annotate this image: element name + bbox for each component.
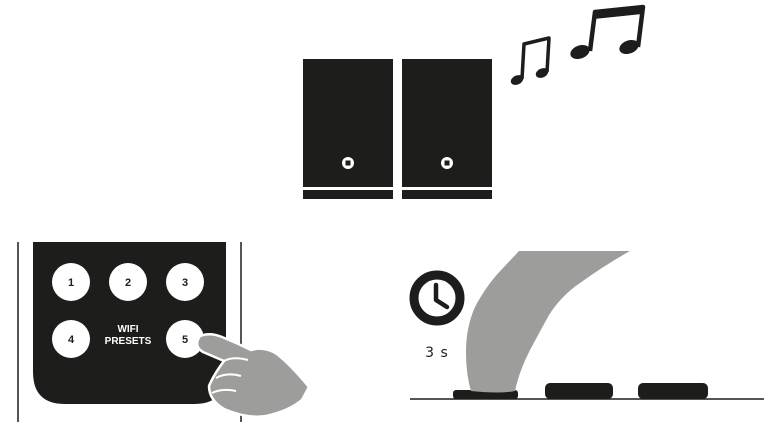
speaker-logo-icon xyxy=(342,157,354,169)
speaker-pair xyxy=(303,59,492,199)
preset-button-1[interactable]: 1 xyxy=(52,263,90,301)
music-note-icon xyxy=(568,7,643,62)
speaker-logo-icon xyxy=(441,157,453,169)
hand-icon xyxy=(197,334,309,416)
hardware-button-2[interactable] xyxy=(545,383,613,399)
hardware-button-3[interactable] xyxy=(638,383,708,399)
preset-button-1-label: 1 xyxy=(68,277,74,289)
clock-icon xyxy=(414,275,460,321)
wifi-label: WIFI xyxy=(117,324,138,335)
hold-duration-label: 3 s xyxy=(425,345,449,361)
music-note-icon xyxy=(509,38,550,87)
finger-icon xyxy=(466,251,630,393)
speaker-right xyxy=(402,59,492,199)
presets-label: PRESETS xyxy=(105,336,152,347)
preset-button-3[interactable]: 3 xyxy=(166,263,204,301)
preset-button-2-label: 2 xyxy=(125,277,131,289)
preset-button-2[interactable]: 2 xyxy=(109,263,147,301)
preset-button-4-label: 4 xyxy=(68,334,75,346)
preset-button-5-label: 5 xyxy=(182,334,188,346)
preset-button-3-label: 3 xyxy=(182,277,188,289)
remote-control: 1 2 3 4 5 WIFI PRESETS xyxy=(18,242,309,422)
preset-button-4[interactable]: 4 xyxy=(52,320,90,358)
speaker-left xyxy=(303,59,393,199)
hardware-buttons xyxy=(410,383,764,399)
